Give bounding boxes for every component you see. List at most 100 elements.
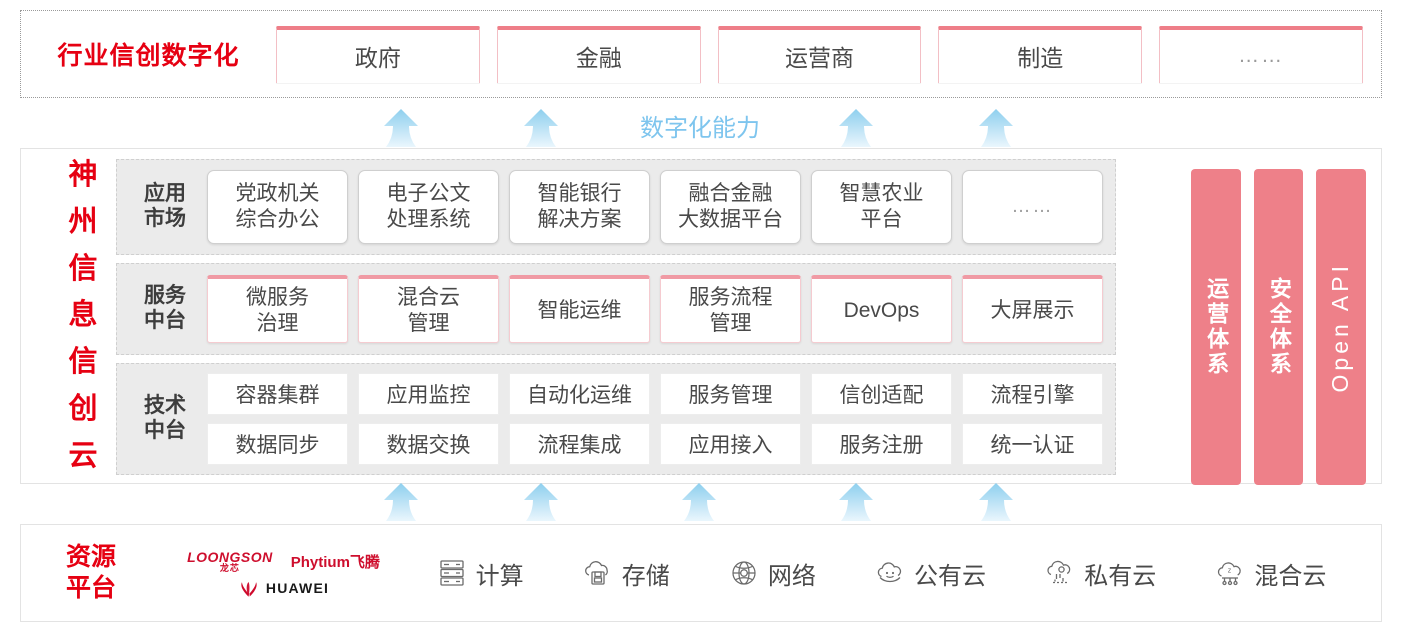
app-card-more[interactable]: …… <box>962 170 1103 244</box>
loongson-logo: LOONGSON 龙芯 <box>187 550 273 573</box>
pillar-open-api[interactable]: Open API <box>1316 169 1367 485</box>
resource-title-line: 平台 <box>65 574 116 602</box>
layer-label-line: 中台 <box>144 419 186 442</box>
resource-item-private-cloud[interactable]: 私有云 <box>1043 556 1156 591</box>
cloud-title-char: 信 <box>68 252 98 285</box>
card-line: 党政机关 <box>235 182 320 206</box>
up-arrow-icon <box>833 482 879 522</box>
phytium-logo: Phytium飞腾 <box>290 553 380 571</box>
tech-card-app-monitoring[interactable]: 应用监控 <box>358 373 499 415</box>
public-cloud-icon <box>877 562 902 583</box>
up-arrow-icon <box>518 482 564 522</box>
cloud-title-char: 神 <box>68 159 98 191</box>
resource-item-public-cloud[interactable]: 公有云 <box>873 556 986 591</box>
resource-item-compute[interactable]: 计算 <box>435 556 524 591</box>
industry-band-title: 行业信创数字化 <box>57 42 240 70</box>
layer-label-service-platform: 服务 中台 <box>129 284 201 334</box>
tech-card-unified-auth[interactable]: 统一认证 <box>962 423 1103 465</box>
layer-label-line: 中台 <box>144 309 186 332</box>
service-card-service-process-mgmt[interactable]: 服务流程 管理 <box>660 275 801 343</box>
card-line: 智慧农业 <box>839 182 924 206</box>
layer-application-market: 应用 市场 党政机关 综合办公 电子公文 处理系统 <box>116 159 1116 255</box>
up-arrow-icon <box>378 108 424 148</box>
industry-card-government[interactable]: 政府 <box>276 25 480 83</box>
technology-card-row: 容器集群 应用监控 自动化运维 服务管理 信创适配 流程引擎 <box>207 373 1103 415</box>
tech-card-xinchuang-adaptation[interactable]: 信创适配 <box>811 373 952 415</box>
capability-arrow-band: 数字化能力 <box>0 104 1402 148</box>
app-card-party-gov-office[interactable]: 党政机关 综合办公 <box>207 170 348 244</box>
cloud-storage-icon <box>584 561 608 585</box>
industry-card-manufacturing[interactable]: 制造 <box>938 25 1143 83</box>
card-line: 综合办公 <box>235 208 320 231</box>
tech-card-process-engine[interactable]: 流程引擎 <box>962 373 1103 415</box>
resource-item-label: 计算 <box>475 562 524 590</box>
cloud-title-char: 云 <box>68 439 98 472</box>
tech-card-automated-ops[interactable]: 自动化运维 <box>509 373 650 415</box>
tech-card-container-cluster[interactable]: 容器集群 <box>207 373 348 415</box>
tech-card-data-exchange[interactable]: 数据交换 <box>358 423 499 465</box>
capability-label: 数字化能力 <box>640 115 760 142</box>
resource-item-storage[interactable]: 存储 <box>581 556 670 591</box>
app-card-finance-bigdata[interactable]: 融合金融 大数据平台 <box>660 170 801 244</box>
tech-card-service-registry[interactable]: 服务注册 <box>811 423 952 465</box>
tech-card-data-sync[interactable]: 数据同步 <box>207 423 348 465</box>
loongson-logo-en: LOONGSON <box>187 548 273 565</box>
up-arrow-icon <box>973 108 1019 148</box>
vendor-logo-row: LOONGSON 龙芯 Phytium飞腾 <box>187 550 380 573</box>
service-card-large-screen-display[interactable]: 大屏展示 <box>962 275 1103 343</box>
resource-platform-box: 资源 平台 LOONGSON 龙芯 Phytium飞腾 HUAWEI <box>20 524 1382 622</box>
huawei-logo-text: HUAWEI <box>265 579 330 596</box>
app-card-smart-agriculture[interactable]: 智慧农业 平台 <box>811 170 952 244</box>
cloud-title-char: 息 <box>68 299 98 332</box>
service-card-microservice-governance[interactable]: 微服务 治理 <box>207 275 348 343</box>
tech-card-service-management[interactable]: 服务管理 <box>660 373 801 415</box>
cloud-platform-title: 神 州 信 息 信 创 云 <box>53 157 113 475</box>
loongson-logo-cn: 龙芯 <box>219 562 240 573</box>
service-card-hybrid-cloud-mgmt[interactable]: 混合云 管理 <box>358 275 499 343</box>
service-card-devops[interactable]: DevOps <box>811 275 952 343</box>
tech-card-process-integration[interactable]: 流程集成 <box>509 423 650 465</box>
service-card-aiops[interactable]: 智能运维 <box>509 275 650 343</box>
server-icon <box>439 560 464 586</box>
card-line: 混合云 <box>397 286 460 310</box>
resource-item-label: 公有云 <box>914 562 987 590</box>
card-line: 电子公文 <box>386 182 471 206</box>
vendor-logo-group: LOONGSON 龙芯 Phytium飞腾 HUAWEI <box>161 550 406 597</box>
cloud-title-char: 信 <box>68 346 98 379</box>
industry-card-list: 政府 金融 运营商 制造 …… <box>276 25 1381 83</box>
huawei-logo: HUAWEI <box>238 579 329 597</box>
card-line: 处理系统 <box>386 208 471 231</box>
app-card-smart-banking[interactable]: 智能银行 解决方案 <box>509 170 650 244</box>
private-cloud-icon <box>1047 560 1071 584</box>
industry-card-operator[interactable]: 运营商 <box>717 25 922 83</box>
tech-card-app-access[interactable]: 应用接入 <box>660 423 801 465</box>
layer-label-line: 服务 <box>144 284 186 308</box>
resource-item-label: 网络 <box>767 562 816 590</box>
up-arrow-icon <box>518 108 564 148</box>
resource-item-label: 存储 <box>621 562 670 590</box>
cloud-platform-box: 神 州 信 息 信 创 云 应用 市场 党政机关 综合办公 <box>20 148 1382 485</box>
resource-title-line: 资源 <box>65 542 116 571</box>
application-card-list: 党政机关 综合办公 电子公文 处理系统 智能银行 解决方案 <box>201 170 1115 244</box>
cloud-layers: 应用 市场 党政机关 综合办公 电子公文 处理系统 <box>116 159 1367 485</box>
industry-card-more[interactable]: …… <box>1159 25 1363 83</box>
layer-label-application-market: 应用 市场 <box>129 182 201 232</box>
resource-item-label: 私有云 <box>1084 562 1157 590</box>
layer-label-line: 市场 <box>144 207 186 230</box>
resource-item-hybrid-cloud[interactable]: z 混合云 <box>1213 556 1326 591</box>
card-line: 大数据平台 <box>678 208 783 231</box>
app-card-e-document-system[interactable]: 电子公文 处理系统 <box>358 170 499 244</box>
up-arrow-icon <box>378 482 424 522</box>
card-line: 管理 <box>407 311 450 335</box>
technology-card-row: 数据同步 数据交换 流程集成 应用接入 服务注册 统一认证 <box>207 423 1103 465</box>
huawei-flower-icon <box>241 581 257 597</box>
resource-item-list: 计算 存储 网络 <box>406 556 1381 591</box>
layer-label-line: 应用 <box>144 182 186 206</box>
pillar-label: 安全体系 <box>1266 277 1292 377</box>
resource-item-network[interactable]: 网络 <box>727 556 816 591</box>
pillar-security-system[interactable]: 安全体系 <box>1253 169 1304 485</box>
industry-card-finance[interactable]: 金融 <box>496 25 701 83</box>
card-line: 微服务 <box>246 286 309 310</box>
pillar-operations-system[interactable]: 运营体系 <box>1191 169 1241 485</box>
layer-technology-platform: 技术 中台 容器集群 应用监控 自动化运维 服务管理 信创适配 流程引擎 数据同… <box>116 363 1116 475</box>
